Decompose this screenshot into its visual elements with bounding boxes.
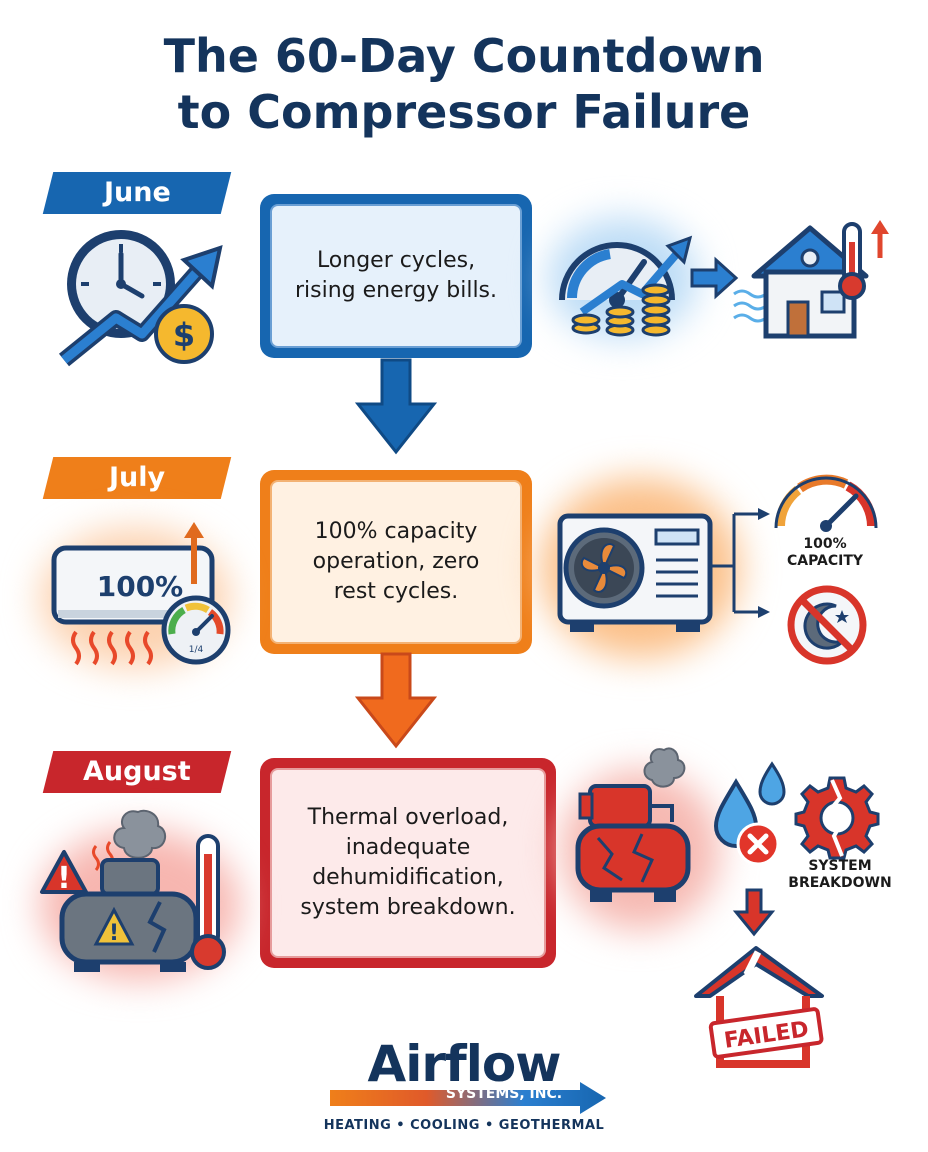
august-stage-box: Thermal overload, inadequate dehumidific… xyxy=(260,758,556,968)
breakdown-label-line-2: BREAKDOWN xyxy=(788,875,892,891)
gauge-reading-text: 1/4 xyxy=(189,645,204,655)
down-arrow-june-july xyxy=(354,358,438,455)
logo-subtitle: SYSTEMS, INC. xyxy=(0,1083,928,1105)
cracked-compressor-icon xyxy=(575,747,691,902)
full-capacity-gauge-icon xyxy=(774,474,878,532)
title-line-2: to Compressor Failure xyxy=(177,85,751,139)
july-stage-box: 100% capacity operation, zero rest cycle… xyxy=(260,470,532,654)
capacity-label: 100% CAPACITY xyxy=(770,536,880,570)
ac-display-text: 100% xyxy=(97,570,184,603)
august-stage-text: Thermal overload, inadequate dehumidific… xyxy=(270,768,546,958)
ac-unit-gauge-icon: 100% 1/4 xyxy=(51,522,231,666)
breakdown-label: SYSTEM BREAKDOWN xyxy=(778,858,902,892)
capacity-label-line-2: CAPACITY xyxy=(786,553,864,569)
gauge-coins-icon xyxy=(559,235,693,337)
svg-text:!: ! xyxy=(57,861,71,896)
svg-text:!: ! xyxy=(109,921,119,946)
broken-gear-icon xyxy=(794,776,880,860)
logo-tagline-text: HEATING • COOLING • GEOTHERMAL xyxy=(323,1118,605,1133)
svg-text:$: $ xyxy=(173,316,195,354)
breakdown-label-line-1: SYSTEM xyxy=(808,858,872,874)
logo-arrow-swoosh xyxy=(330,1082,606,1114)
failed-house-icon: FAILED xyxy=(694,946,824,1068)
june-banner: June xyxy=(42,172,232,214)
right-arrow-icon xyxy=(690,256,739,300)
brand-logo: Airflow xyxy=(0,1036,928,1092)
bracket-connector-july xyxy=(712,508,770,618)
no-rest-moon-icon xyxy=(787,585,867,665)
july-banner: July xyxy=(42,457,232,499)
june-stage-box: Longer cycles, rising energy bills. xyxy=(260,194,532,358)
logo-subtitle-text: SYSTEMS, INC. xyxy=(445,1086,563,1102)
august-banner: August xyxy=(42,751,232,793)
june-stage-text: Longer cycles, rising energy bills. xyxy=(270,204,522,348)
july-label: July xyxy=(108,462,166,493)
june-label: June xyxy=(103,177,171,208)
logo-tagline: HEATING • COOLING • GEOTHERMAL xyxy=(0,1114,928,1135)
house-thermometer-icon xyxy=(733,220,889,339)
smoking-compressor-warning-icon: ! ! xyxy=(40,809,226,972)
water-drop-x-icon xyxy=(713,761,786,866)
logo-wordmark: Airflow xyxy=(367,1035,562,1093)
clock-rising-cost-icon: $ xyxy=(58,230,223,367)
title-line-1: The 60-Day Countdown xyxy=(163,29,765,83)
down-arrow-to-failure xyxy=(732,888,776,937)
july-stage-text: 100% capacity operation, zero rest cycle… xyxy=(270,480,522,644)
page-title: The 60-Day Countdown to Compressor Failu… xyxy=(0,28,928,140)
condenser-unit-icon xyxy=(557,513,713,632)
capacity-label-line-1: 100% xyxy=(803,536,847,552)
down-arrow-july-august xyxy=(354,652,438,749)
august-label: August xyxy=(83,756,191,787)
